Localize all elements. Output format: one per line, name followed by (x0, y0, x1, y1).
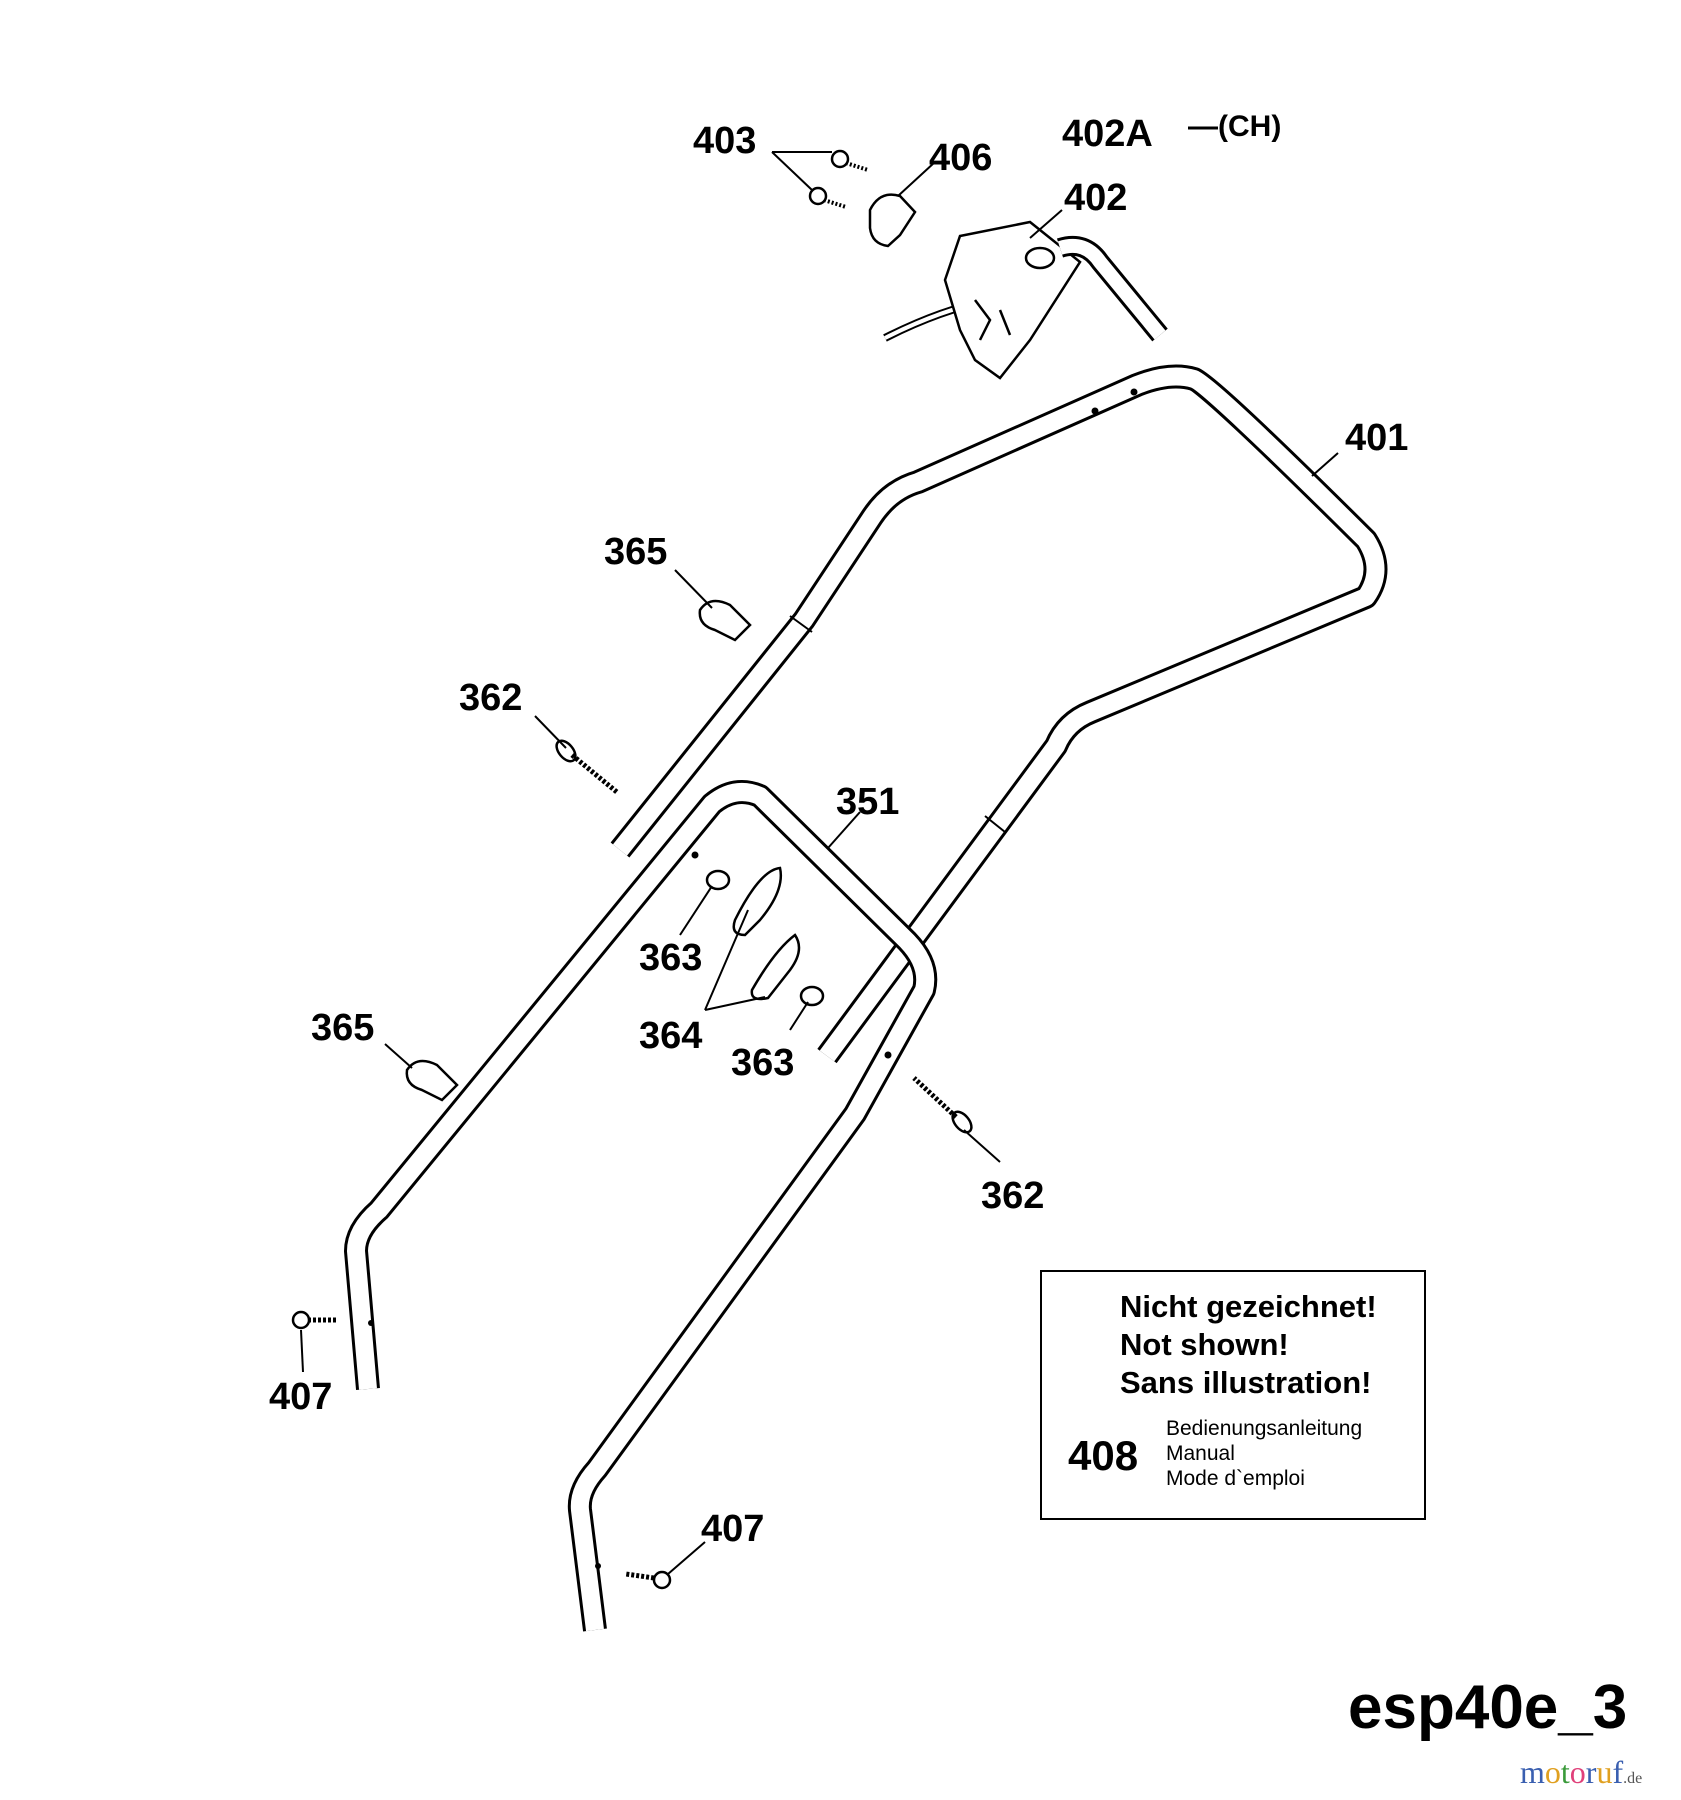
leader-lines (300, 151, 1339, 1575)
washer-363-b (799, 985, 825, 1007)
callout-363-b: 363 (731, 1042, 794, 1084)
screws-403 (808, 149, 869, 209)
callout-362-lower: 362 (981, 1175, 1044, 1217)
watermark-letter: t (1560, 1754, 1570, 1790)
callout-363-a: 363 (639, 937, 702, 979)
callout-351: 351 (836, 781, 899, 823)
clamp-365-lower (405, 1059, 459, 1102)
callout-407-right: 407 (701, 1508, 764, 1550)
callout-402: 402 (1064, 177, 1127, 219)
note-line-german: Nicht gezeichnet! (1120, 1289, 1377, 1324)
watermark-letter: o (1544, 1754, 1561, 1790)
note-desc-german: Bedienungsanleitung (1166, 1417, 1363, 1440)
note-line-english: Not shown! (1120, 1327, 1289, 1362)
note-desc-english: Manual (1166, 1442, 1235, 1465)
screw-407-right (625, 1570, 672, 1590)
lower-handle-351 (344, 779, 938, 1632)
callout-403: 403 (693, 120, 756, 162)
clip-406 (868, 193, 917, 248)
callout-362-upper: 362 (459, 677, 522, 719)
watermark-letter: r (1585, 1754, 1597, 1790)
upper-handle-401 (610, 364, 1388, 1064)
watermark-logo: motoruf.de (1520, 1754, 1642, 1791)
callout-402A-note: —(CH) (1188, 110, 1281, 143)
callout-406: 406 (929, 137, 992, 179)
washer-363-a (705, 869, 731, 891)
note-desc-french: Mode d`emploi (1166, 1467, 1305, 1490)
callout-365-upper: 365 (604, 531, 667, 573)
knob-364-b (750, 933, 801, 1001)
watermark-letter: f (1612, 1754, 1624, 1790)
drawing-id: esp40e_3 (1348, 1673, 1628, 1742)
callout-401: 401 (1345, 417, 1408, 459)
callout-402A: 402A (1062, 113, 1153, 155)
clamp-365-upper (698, 599, 752, 642)
callout-364: 364 (639, 1015, 702, 1057)
watermark-domain: .de (1623, 1770, 1643, 1787)
note-part-number: 408 (1068, 1432, 1139, 1479)
bolt-362-upper (555, 739, 620, 795)
bolt-362-lower (912, 1076, 973, 1134)
watermark-letter: u (1596, 1754, 1613, 1790)
callout-407-left: 407 (269, 1376, 332, 1418)
note-line-french: Sans illustration! (1120, 1365, 1372, 1400)
callout-365-lower: 365 (311, 1007, 374, 1049)
not-shown-note-box: Nicht gezeichnet! Not shown! Sans illust… (1040, 1270, 1426, 1520)
watermark-letter: o (1569, 1754, 1586, 1790)
watermark-letter: m (1520, 1754, 1545, 1790)
switch-housing-402 (883, 220, 1168, 380)
screw-407-left (291, 1310, 336, 1330)
